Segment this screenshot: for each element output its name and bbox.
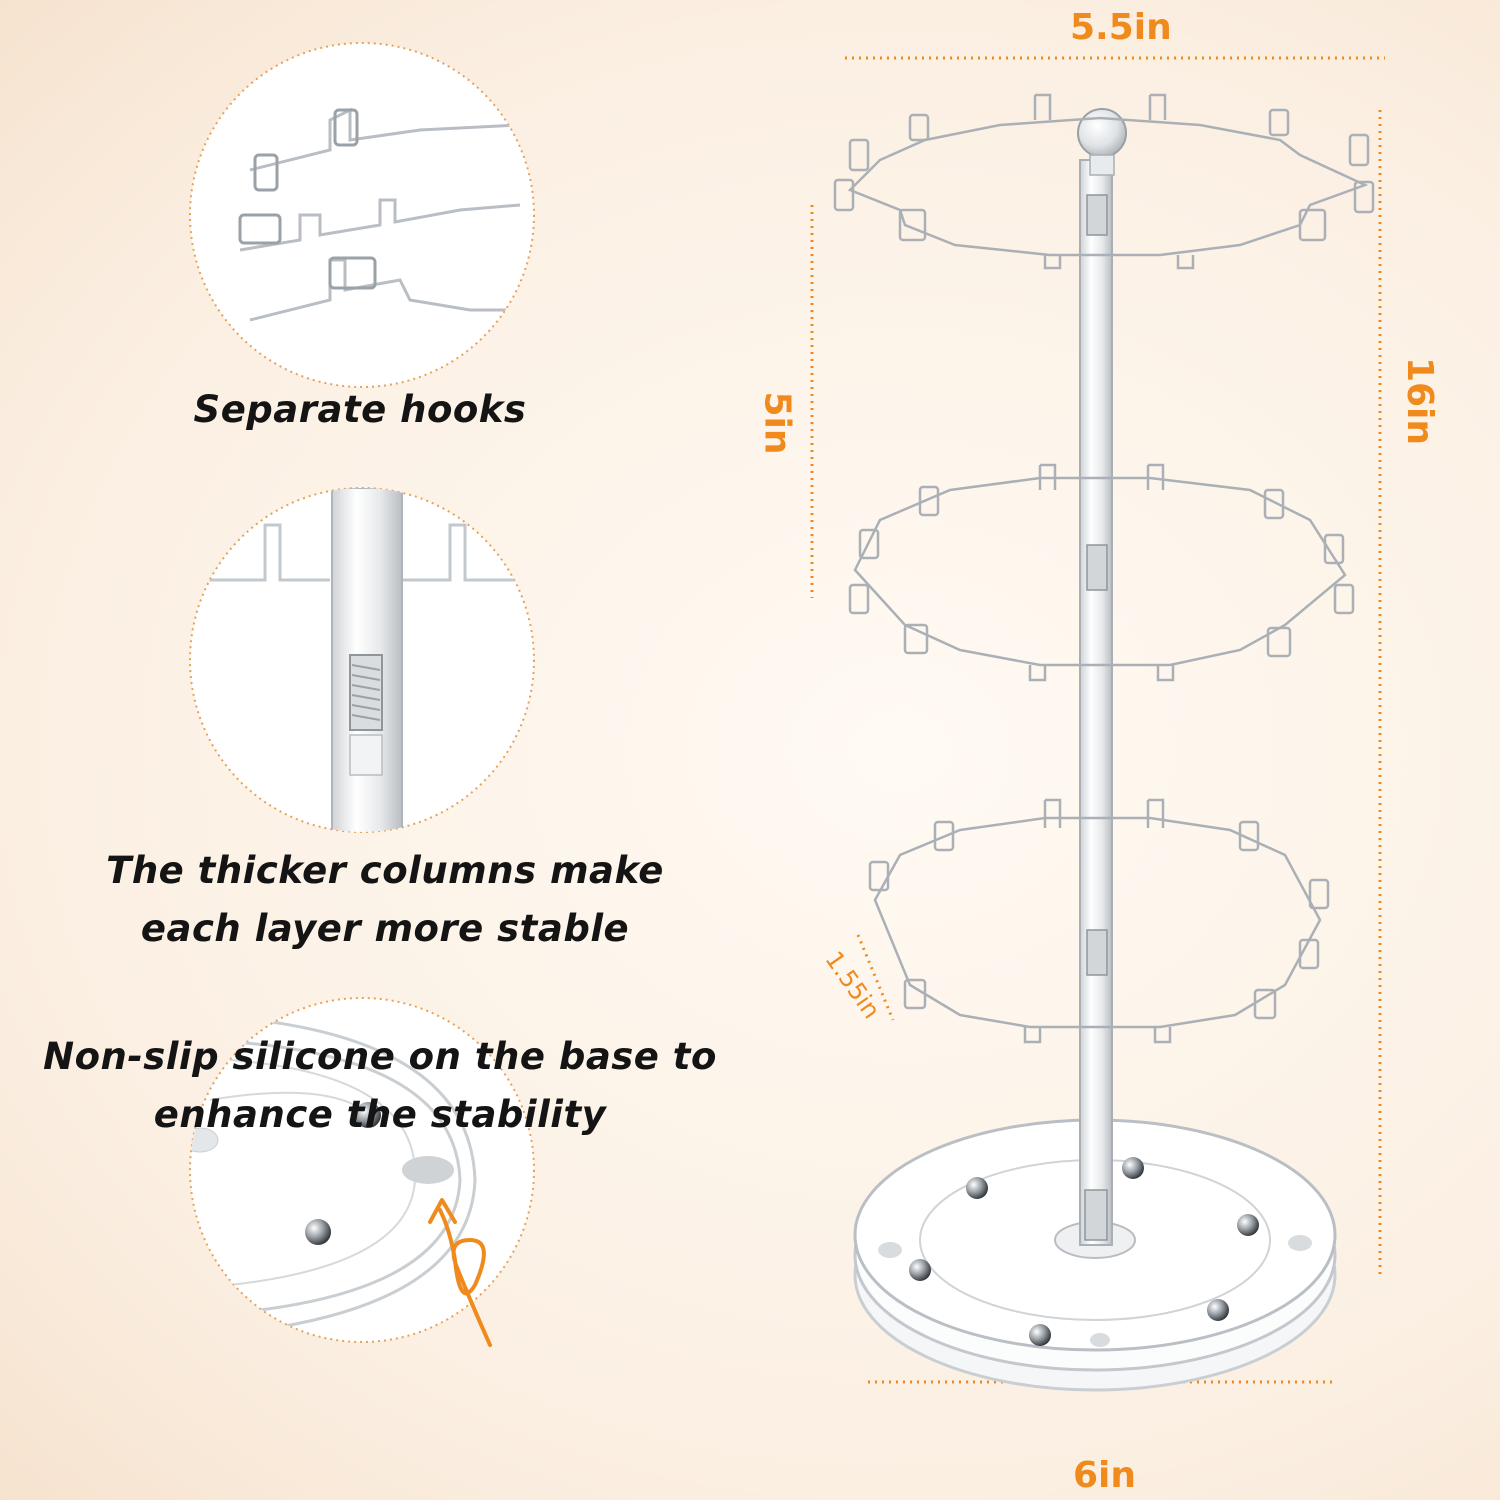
curved-arrow-icon [438, 1208, 492, 1347]
dimension-tier-spacing: 5in [756, 391, 798, 455]
caption-columns-line-2: each layer more stable [140, 907, 630, 950]
caption-silicone-line-2: enhance the stability [153, 1093, 607, 1136]
detail-circle-columns [189, 487, 535, 833]
caption-thicker-columns: The thicker columns make each layer more… [70, 842, 700, 958]
dimension-total-height: 16in [1399, 356, 1441, 446]
top-knob [1077, 108, 1127, 158]
center-column [1079, 159, 1113, 1246]
dim-line-tier [856, 934, 895, 1021]
dimension-base-width: 6in [1073, 1455, 1137, 1496]
jewelry-stand [833, 93, 1375, 1392]
dimension-top-width: 5.5in [1070, 7, 1172, 48]
caption-separate-hooks: Separate hooks [150, 388, 570, 431]
caption-non-slip-silicone: Non-slip silicone on the base to enhance… [20, 1028, 740, 1144]
detail-circle-hooks [189, 42, 535, 388]
caption-columns-line-1: The thicker columns make [106, 849, 664, 892]
tier-middle [848, 463, 1355, 682]
tier-top [833, 93, 1375, 270]
tier-bottom [868, 798, 1330, 1044]
caption-silicone-line-1: Non-slip silicone on the base to [43, 1035, 717, 1078]
detail-circle-base [189, 997, 535, 1347]
caption-hooks-text: Separate hooks [193, 388, 527, 431]
